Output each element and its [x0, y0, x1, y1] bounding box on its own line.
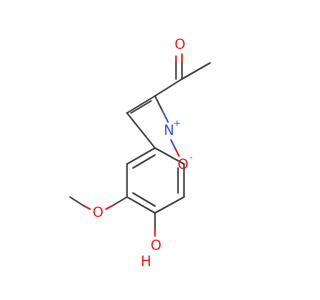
atom-nitro-nitrogen: N	[164, 123, 174, 139]
ring-bond-4-inner	[132, 192, 156, 207]
ring-bond-4	[126, 196, 156, 214]
bond-alkene-outer	[126, 95, 156, 114]
bond-carbonyl-alkene	[154, 78, 183, 97]
atom-ketone-oxygen: O	[174, 37, 185, 53]
bond-alkene-ring	[126, 112, 156, 149]
bond-methyl-carbonyl	[181, 62, 211, 80]
atom-hydroxyl-hydrogen: H	[141, 254, 152, 270]
atom-nitro-oxygen-minus: O	[177, 157, 188, 173]
bond-methoxy-o-methyl	[69, 196, 85, 207]
bond-methoxy-o-methyl-red	[83, 205, 91, 210]
bond-nitro-o-red	[174, 147, 180, 157]
atom-methoxy-oxygen: O	[92, 205, 103, 221]
bond-ring-methoxy-o-red	[105, 205, 113, 210]
atom-hydroxyl-oxygen: O	[150, 238, 161, 254]
bond-alkene-nitro	[154, 95, 163, 111]
substituent-bonds	[69, 196, 156, 237]
ring-bond-6-inner	[132, 154, 156, 169]
ring-bond-6	[126, 147, 156, 165]
benzene-ring	[126, 147, 185, 214]
skeleton-bonds	[126, 53, 211, 157]
charge-nitro-oxygen: -	[189, 153, 192, 163]
ring-bond-3	[154, 196, 185, 214]
molecule-structure: O N + O - O O H	[69, 37, 211, 270]
bond-alkene-nitro-blue	[161, 109, 169, 123]
bond-nitro-o-blue	[170, 139, 176, 149]
bond-ring-methoxy-o	[111, 196, 128, 207]
bond-alkene-inner	[130, 100, 152, 114]
charge-nitro-nitrogen: +	[173, 119, 181, 129]
atom-labels: O N + O - O O H	[92, 37, 192, 270]
ring-bond-1	[154, 147, 185, 165]
